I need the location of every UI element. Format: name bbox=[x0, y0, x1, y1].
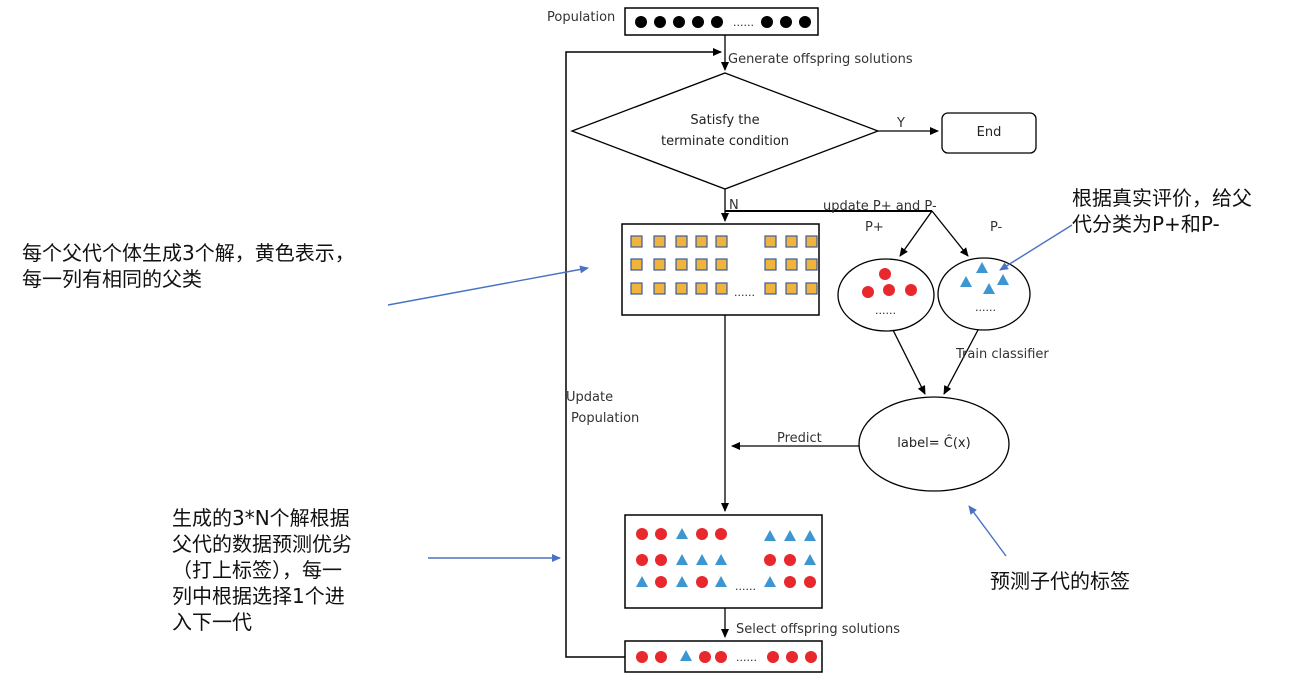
update-pn-label: update P+ and P- bbox=[823, 199, 937, 214]
note-left-top: 每个父代个体生成3个解，黄色表示， 每一列有相同的父类 bbox=[22, 240, 355, 292]
candidates-ellipsis: ...... bbox=[734, 286, 755, 299]
end-box bbox=[941, 112, 1037, 154]
predicted-blue-triangles bbox=[636, 528, 816, 587]
note-right-top-line2: 代分类为P+和P- bbox=[1072, 212, 1220, 236]
note-left-bottom: 生成的3*N个解根据 父代的数据预测优劣 （打上标签），每一 列中根据选择1个进… bbox=[172, 505, 352, 635]
update-population-loop bbox=[565, 48, 722, 658]
generate-offspring-label: Generate offspring solutions bbox=[728, 52, 913, 67]
arrow-to-pplus bbox=[899, 210, 933, 257]
note-right-top-line1: 根据真实评价，给父 bbox=[1072, 186, 1252, 210]
update-population-line2: Population bbox=[571, 411, 640, 426]
no-label: N bbox=[729, 198, 739, 213]
p-minus-ellipsis: ...... bbox=[975, 301, 996, 314]
arrow-pminus-to-classifier bbox=[943, 329, 979, 395]
note-left-top-line1: 每个父代个体生成3个解，黄色表示， bbox=[22, 241, 355, 265]
note-left-bottom-line3: （打上标签），每一 bbox=[172, 558, 342, 582]
decision-text-line1: Satisfy the bbox=[690, 113, 760, 128]
note-right-top: 根据真实评价，给父 代分类为P+和P- bbox=[1072, 185, 1252, 237]
selected-blue-triangles bbox=[680, 650, 692, 661]
p-plus-ellipsis: ...... bbox=[875, 304, 896, 317]
note-left-bottom-line5: 入下一代 bbox=[172, 610, 252, 634]
note-left-bottom-line2: 父代的数据预测优劣 bbox=[172, 532, 352, 556]
selected-red-dots bbox=[636, 651, 817, 663]
classifier-ellipse bbox=[858, 396, 1010, 492]
p-minus-label: P- bbox=[990, 220, 1003, 235]
decision-diamond bbox=[570, 72, 880, 190]
select-offspring-label: Select offspring solutions bbox=[736, 622, 901, 637]
population-ellipsis: ...... bbox=[733, 16, 754, 29]
predicted-ellipsis: ...... bbox=[735, 580, 756, 593]
yellow-squares bbox=[630, 235, 818, 295]
note-left-bottom-line1: 生成的3*N个解根据 bbox=[172, 506, 350, 530]
p-plus-red-dots bbox=[862, 268, 917, 298]
arrow-pplus-to-classifier bbox=[892, 329, 926, 395]
note-arrow-right-bottom bbox=[968, 505, 1007, 557]
note-arrow-left-top bbox=[387, 265, 589, 306]
note-right-bottom: 预测子代的标签 bbox=[990, 569, 1130, 593]
p-minus-blue-triangles bbox=[960, 262, 1009, 294]
note-left-bottom-line4: 列中根据选择1个进 bbox=[172, 584, 345, 608]
population-label: Population bbox=[547, 10, 616, 25]
population-dots bbox=[635, 16, 811, 28]
note-arrow-right-top bbox=[999, 224, 1073, 271]
classifier-label: label= Ĉ(x) bbox=[897, 436, 971, 451]
selected-ellipsis: ...... bbox=[736, 651, 757, 664]
predicted-red-dots bbox=[636, 528, 816, 588]
yes-label: Y bbox=[897, 116, 905, 131]
end-label: End bbox=[976, 125, 1002, 140]
decision-text-line2: terminate condition bbox=[660, 134, 790, 149]
predict-label: Predict bbox=[777, 431, 822, 446]
p-plus-label: P+ bbox=[865, 220, 884, 235]
arrow-to-pminus bbox=[931, 210, 969, 257]
train-classifier-label: Train classifier bbox=[956, 347, 1049, 362]
update-population-line1: Update bbox=[566, 390, 614, 405]
note-left-top-line2: 每一列有相同的父类 bbox=[22, 267, 202, 291]
